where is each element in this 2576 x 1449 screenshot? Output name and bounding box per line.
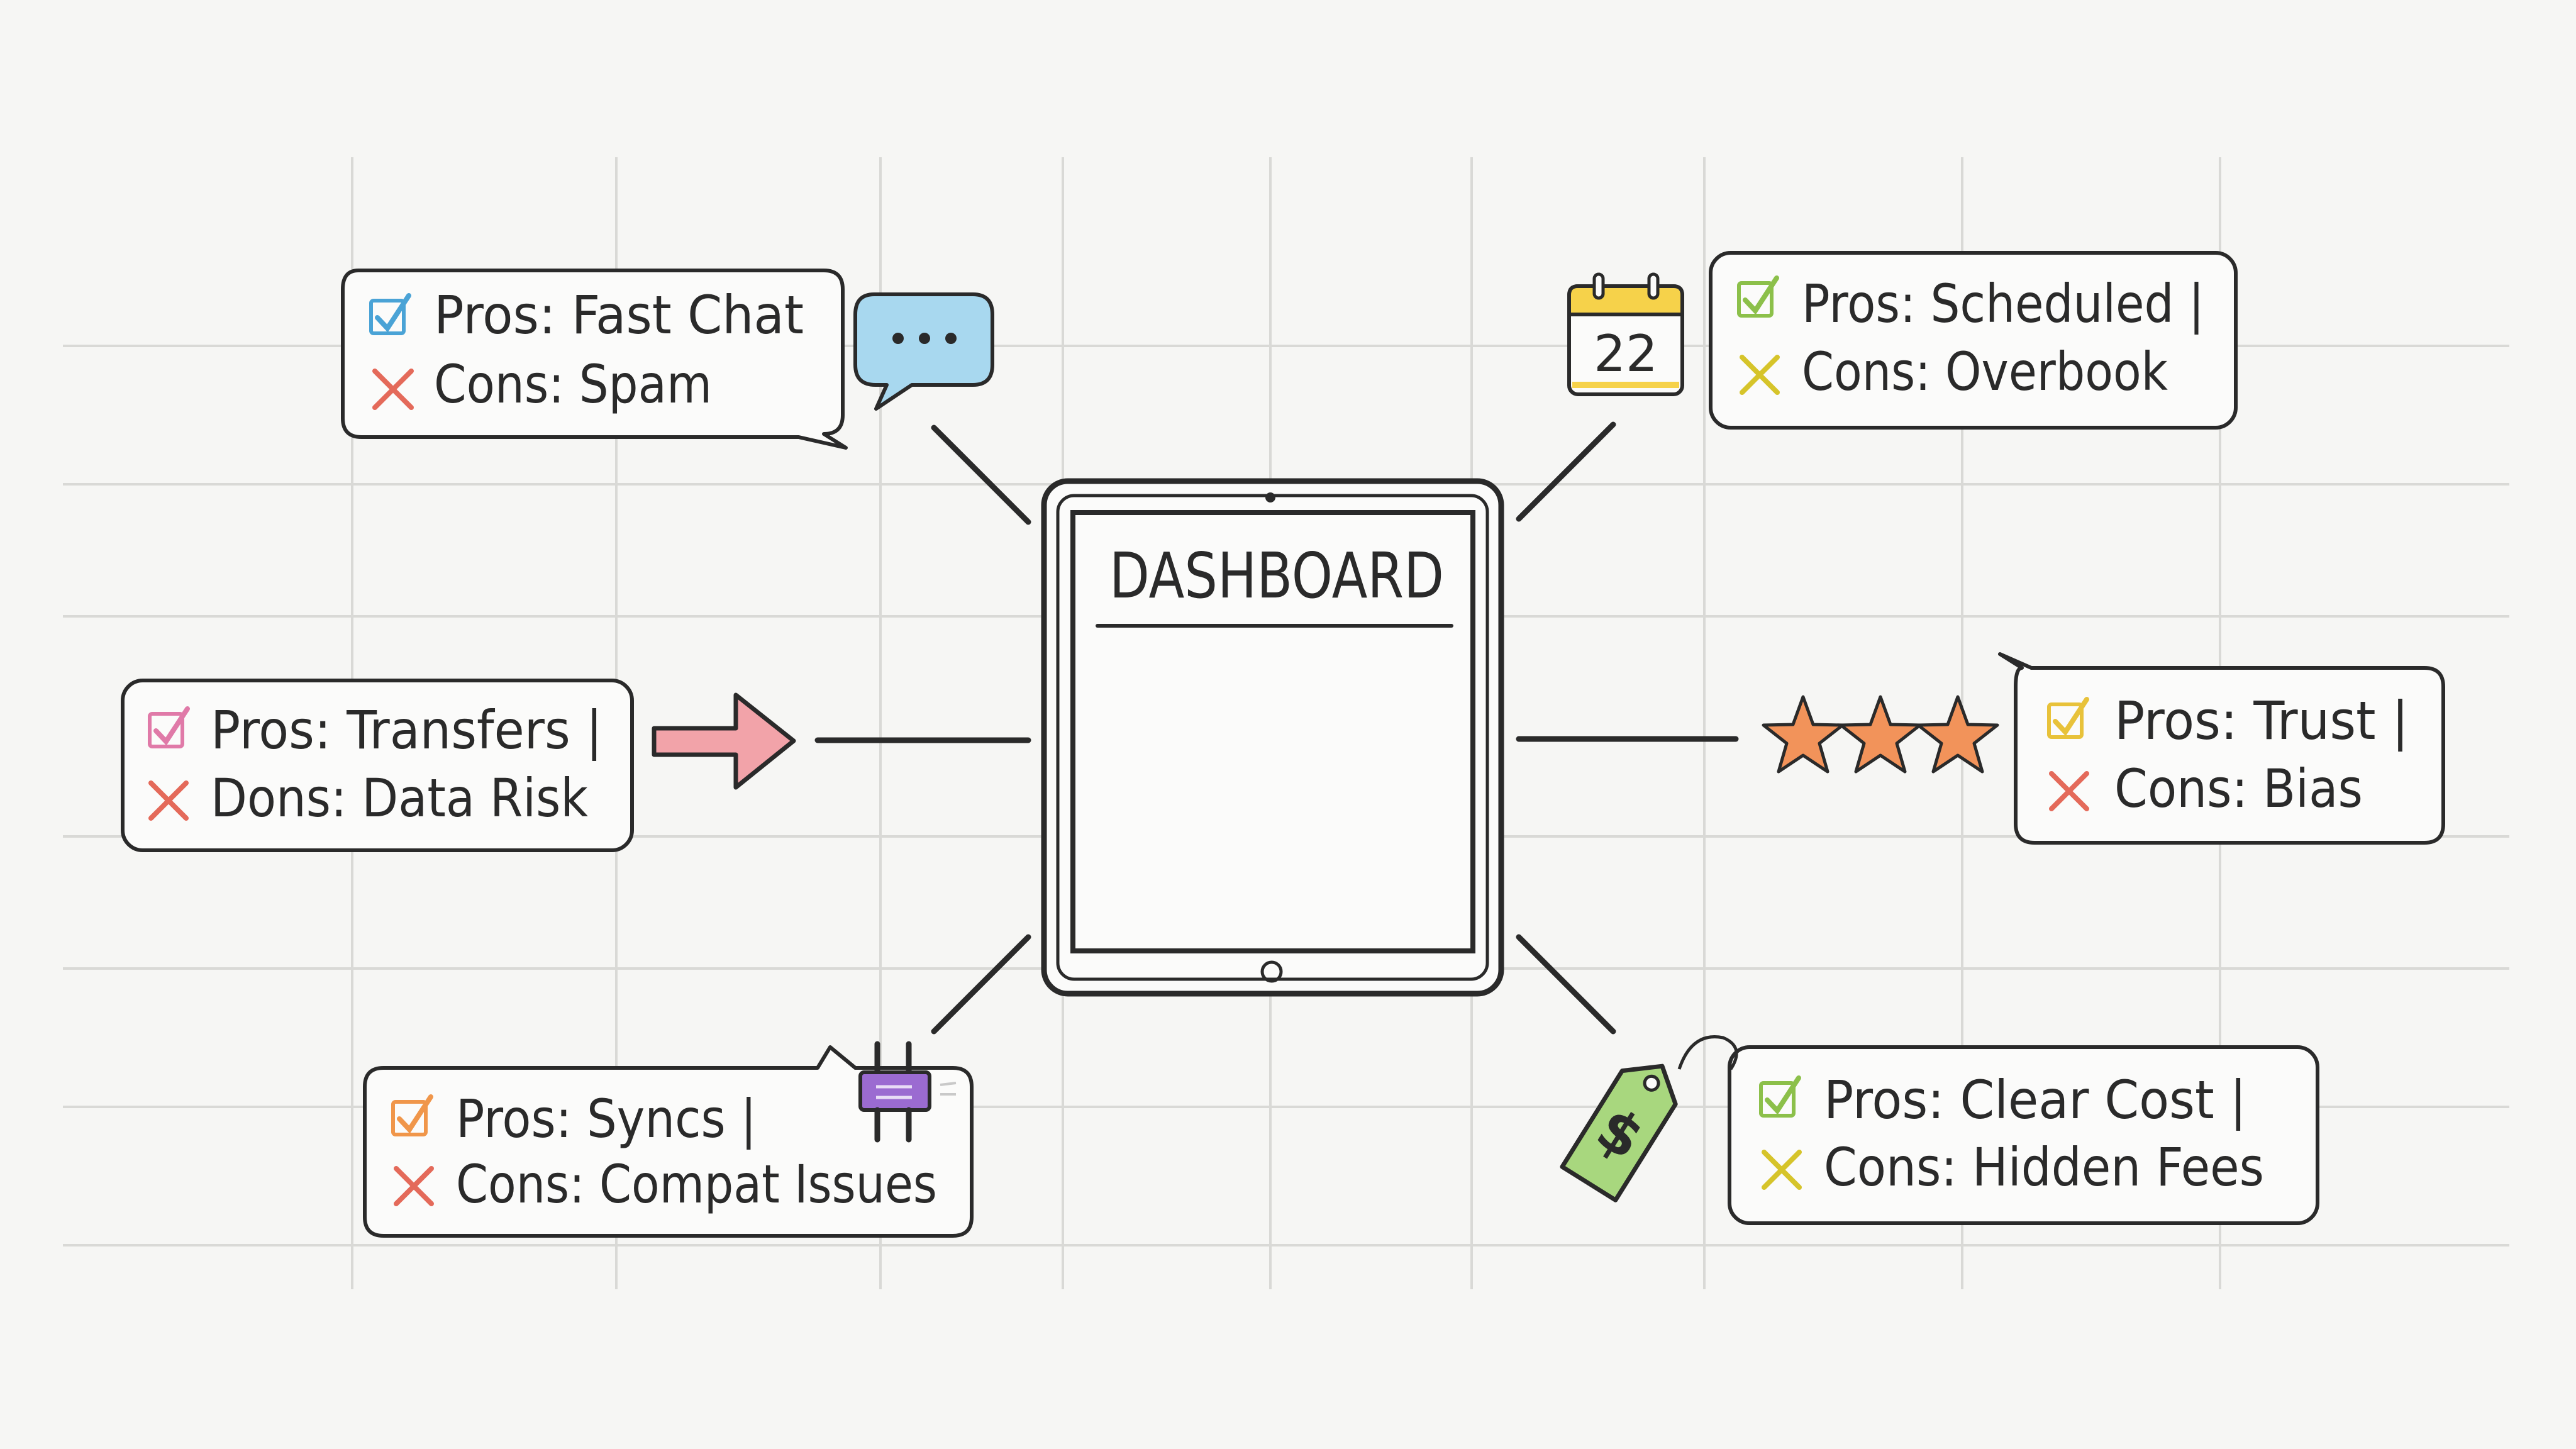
- connector-lines: [814, 421, 1739, 1035]
- check-icon: [1759, 1075, 1801, 1118]
- arrow-right-icon: [652, 692, 796, 790]
- pros-text: Pros: Clear Cost |: [1824, 1069, 2246, 1131]
- pros-text: Pros: Scheduled |: [1802, 273, 2204, 335]
- card-rating: Pros: Trust | Cons: Bias: [1998, 652, 2445, 845]
- cons-text: Cons: Overbook: [1802, 341, 2168, 402]
- check-icon: [1737, 275, 1779, 318]
- tablet-camera: [1265, 492, 1275, 502]
- dashboard-title: DASHBOARD: [1109, 539, 1444, 613]
- x-icon: [372, 369, 414, 410]
- card-pricing: Pros: Clear Cost | Cons: Hidden Fees: [1728, 1045, 2319, 1225]
- card-integration: Pros: Syncs | Cons: Compat Issues: [363, 1045, 974, 1238]
- calendar-date: 22: [1594, 325, 1658, 383]
- card-transfer: Pros: Transfers | Dons: Data Risk: [121, 679, 634, 852]
- connector-calendar: [1516, 421, 1616, 522]
- cons-text: Cons: Compat Issues: [456, 1153, 937, 1215]
- x-icon: [1762, 1150, 1802, 1190]
- x-icon: [394, 1166, 434, 1206]
- card-chat: Pros: Fast Chat Cons: Spam: [341, 269, 848, 450]
- cons-text: Cons: Spam: [434, 353, 712, 415]
- dashboard-tablet: DASHBOARD: [1041, 478, 1504, 997]
- pros-text: Pros: Transfers |: [211, 699, 602, 761]
- x-icon: [1740, 355, 1780, 395]
- cons-text: Dons: Data Risk: [211, 767, 588, 829]
- cons-text: Cons: Bias: [2114, 758, 2363, 819]
- card-calendar: Pros: Scheduled | Cons: Overbook: [1709, 251, 2238, 430]
- pros-text: Pros: Trust |: [2114, 690, 2409, 752]
- calendar-icon: 22: [1567, 272, 1684, 396]
- price-tag-icon: $: [1560, 1035, 1738, 1202]
- tablet-home-button: [1260, 960, 1283, 983]
- cons-text: Cons: Hidden Fees: [1824, 1136, 2264, 1198]
- x-icon: [2049, 771, 2089, 811]
- stars-icon: [1762, 695, 1999, 774]
- check-icon: [391, 1094, 433, 1136]
- pros-text: Pros: Syncs |: [456, 1088, 757, 1150]
- connector-chat: [931, 425, 1031, 525]
- check-icon: [148, 706, 190, 748]
- check-icon: [369, 293, 411, 335]
- connector-integration: [931, 934, 1031, 1035]
- x-icon: [148, 780, 189, 821]
- connector-pricing: [1516, 934, 1616, 1035]
- chat-bubble-icon: [853, 292, 994, 411]
- check-icon: [2047, 697, 2089, 739]
- plug-icon: [858, 1041, 957, 1143]
- pros-text: Pros: Fast Chat: [434, 284, 804, 346]
